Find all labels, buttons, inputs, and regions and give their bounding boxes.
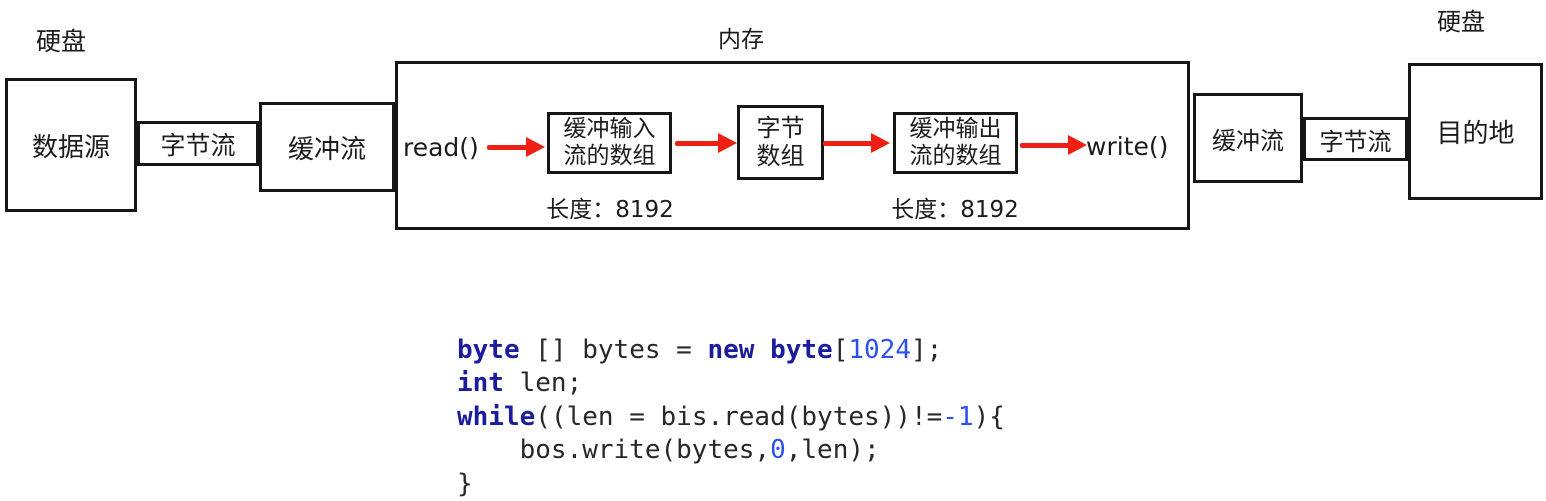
destination-box: 目的地 (1408, 63, 1543, 200)
arrow-shaft (1020, 143, 1073, 148)
code-token-keyword: byte (770, 335, 833, 365)
code-token-number: -1 (942, 401, 974, 432)
code-token-plain: ,len); (785, 435, 880, 466)
code-token-plain (754, 335, 770, 365)
buffer-output-array-line2: 流的数组 (909, 143, 1002, 169)
hdd-right-label: 硬盘 (1437, 8, 1485, 36)
code-token-keyword: new (707, 335, 755, 365)
code-token-keyword: byte (457, 335, 520, 365)
buffer-output-array-box: 缓冲输出 流的数组 (893, 112, 1018, 174)
datasource-box: 数据源 (5, 78, 137, 212)
bufferstream-right-box: 缓冲流 (1193, 93, 1303, 183)
bytestream-right-label: 字节流 (1319, 127, 1392, 156)
code-line: } (457, 468, 1005, 501)
code-line: byte [] bytes = new byte[1024]; (457, 334, 1005, 367)
byte-array-line2: 数组 (756, 141, 805, 170)
hdd-left-label: 硬盘 (36, 27, 87, 56)
code-line: while((len = bis.read(bytes))!=-1){ (457, 401, 1005, 434)
code-block: byte [] bytes = new byte[1024];int len;w… (457, 334, 1005, 501)
bufferstream-right-label: 缓冲流 (1212, 126, 1284, 155)
code-token-number: 0 (770, 435, 786, 466)
buffer-output-array-line1: 缓冲输出 (909, 116, 1002, 143)
write-call-label: write() (1086, 132, 1169, 161)
bytestream-left-label: 字节流 (160, 130, 236, 160)
arrow-head-icon (718, 133, 737, 153)
byte-array-box: 字节 数组 (737, 105, 824, 180)
buffer-input-array-line1: 缓冲输入 (563, 116, 656, 143)
arrow-head-icon (871, 133, 890, 153)
code-token-plain: len; (503, 368, 583, 399)
code-token-plain: ((len = bis.read(bytes))!= (535, 401, 943, 432)
arrow-head-icon (1068, 135, 1087, 155)
buffer-input-array-line2: 流的数组 (563, 143, 656, 169)
code-token-plain: ]; (911, 335, 943, 365)
byte-array-line1: 字节 (756, 113, 805, 142)
code-token-plain: } (457, 468, 473, 499)
code-token-plain: ){ (973, 401, 1005, 432)
code-token-plain: [ (832, 335, 849, 365)
arrow-head-icon (526, 137, 545, 157)
code-token-keyword: int (457, 368, 504, 399)
arrow-shaft (487, 145, 531, 150)
datasource-label: 数据源 (31, 132, 110, 163)
code-token-plain: [] bytes = (519, 335, 708, 365)
bytestream-left-box: 字节流 (137, 121, 259, 166)
length-label-output: 长度：8192 (891, 197, 1019, 223)
buffer-input-array-box: 缓冲输入 流的数组 (547, 112, 672, 174)
bytestream-right-box: 字节流 (1303, 117, 1408, 161)
arrow-shaft (675, 141, 723, 146)
bufferstream-left-label: 缓冲流 (287, 134, 366, 165)
code-line: int len; (457, 367, 1005, 400)
code-token-plain: bos.write(bytes, (457, 435, 771, 466)
arrow-shaft (823, 141, 876, 146)
length-label-input: 长度：8192 (546, 197, 674, 223)
read-call-label: read() (403, 133, 479, 162)
bufferstream-left-box: 缓冲流 (259, 102, 395, 192)
destination-label: 目的地 (1436, 119, 1515, 149)
code-token-number: 1024 (848, 335, 911, 365)
code-token-keyword: while (457, 401, 536, 432)
code-line: bos.write(bytes,0,len); (457, 434, 1005, 467)
memory-label: 内存 (718, 27, 764, 53)
